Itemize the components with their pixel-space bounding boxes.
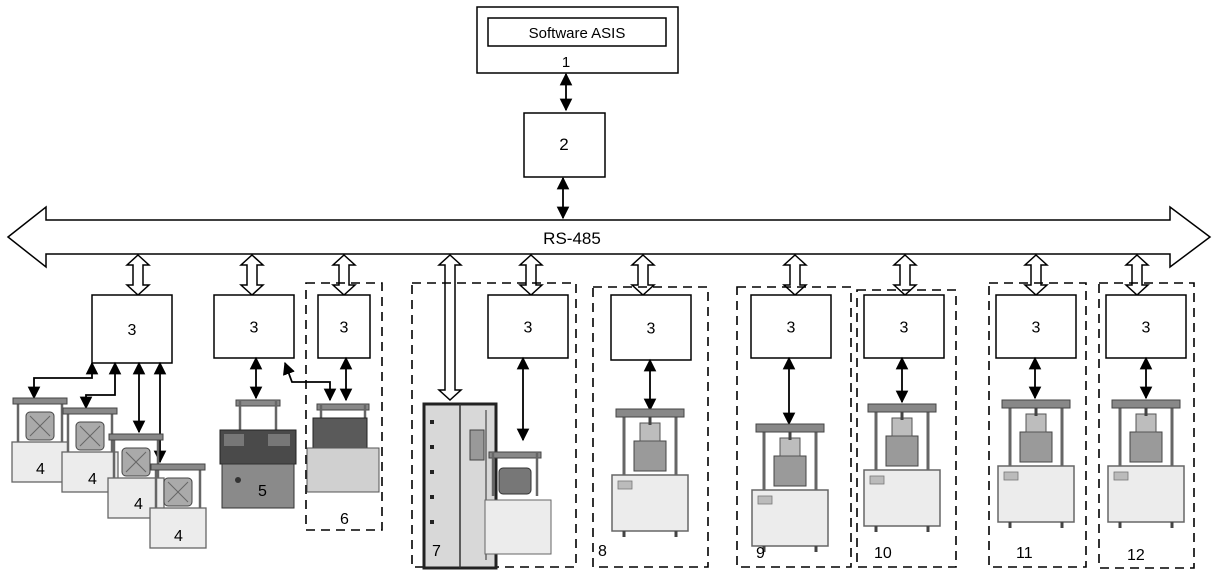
software-inner-box: [487, 17, 667, 47]
controller-box: [1105, 294, 1187, 359]
test-machine-icon: [996, 398, 1076, 530]
controller-label: 3: [524, 320, 533, 337]
device-label-12: 12: [1127, 547, 1145, 564]
frame-6: [305, 282, 383, 531]
test-machine-icon: [862, 402, 942, 534]
test-machine-icon: [219, 399, 297, 509]
group-frames: [305, 282, 1195, 569]
device-links: [27, 356, 1153, 464]
frame-11: [988, 282, 1087, 568]
controller-label: 3: [250, 320, 259, 337]
controller-label: 3: [340, 320, 349, 337]
controller-box: [995, 294, 1077, 359]
device-label-4: 4: [174, 528, 183, 545]
hollow-double-arrow-icon: [782, 253, 808, 297]
device-label-7: 7: [432, 543, 441, 560]
hollow-double-arrow-icon: [892, 253, 918, 297]
device-label-5: 5: [258, 483, 267, 500]
machines: [10, 396, 1186, 570]
frame-9: [736, 286, 852, 568]
controller-label: 3: [1142, 320, 1151, 337]
test-machine-icon: [610, 407, 690, 539]
controller-label: 3: [1032, 320, 1041, 337]
hollow-double-arrow-icon: [1124, 253, 1150, 297]
controller-label: 3: [128, 322, 137, 339]
hollow-double-arrow-icon: [125, 253, 151, 297]
controller-box: [487, 294, 569, 359]
hollow-double-arrow-icon: [331, 253, 357, 297]
hollow-double-arrow-icon: [1023, 253, 1049, 297]
double-arrow-icon: [27, 361, 99, 400]
controller-label: 3: [787, 320, 796, 337]
hollow-double-arrow-icon: [239, 253, 265, 297]
control-panel-icon: [422, 402, 498, 570]
test-machine-icon: [484, 451, 552, 555]
frame-8: [592, 286, 709, 568]
test-machine-icon: [750, 422, 830, 554]
test-machine-icon: [306, 403, 380, 493]
controller-box: [213, 294, 295, 359]
frame-10: [856, 289, 957, 568]
controller-label: 3: [647, 321, 656, 338]
device-label-4: 4: [36, 461, 45, 478]
software-number: 1: [562, 54, 570, 71]
device-label-4: 4: [134, 496, 143, 513]
test-machine-icon: [1106, 398, 1186, 530]
controllers: 3 3 3 3 3 3 3 3 3: [91, 294, 1187, 364]
rs485-bus: RS-485: [6, 205, 1212, 269]
converter-label: 2: [559, 135, 568, 154]
software-node: Software ASIS 1: [476, 6, 679, 74]
hollow-double-arrow-icon: [630, 253, 656, 297]
device-label-11: 11: [1016, 545, 1033, 562]
hollow-double-arrow-icon: [437, 253, 463, 402]
device-label-6: 6: [340, 511, 349, 528]
bus-label: RS-485: [543, 229, 601, 248]
controller-label: 3: [900, 320, 909, 337]
frame-12: [1098, 282, 1195, 569]
hollow-double-arrow-icon: [518, 253, 544, 297]
double-arrow-icon: [79, 361, 122, 410]
device-label-10: 10: [874, 545, 892, 562]
device-label-8: 8: [598, 543, 607, 560]
controller-box: [91, 294, 173, 364]
double-arrow-icon: [283, 361, 337, 402]
software-label: Software ASIS: [529, 25, 626, 42]
device-label-4: 4: [88, 471, 97, 488]
device-label-9: 9: [756, 545, 765, 562]
hollow-arrows: [125, 253, 1150, 402]
